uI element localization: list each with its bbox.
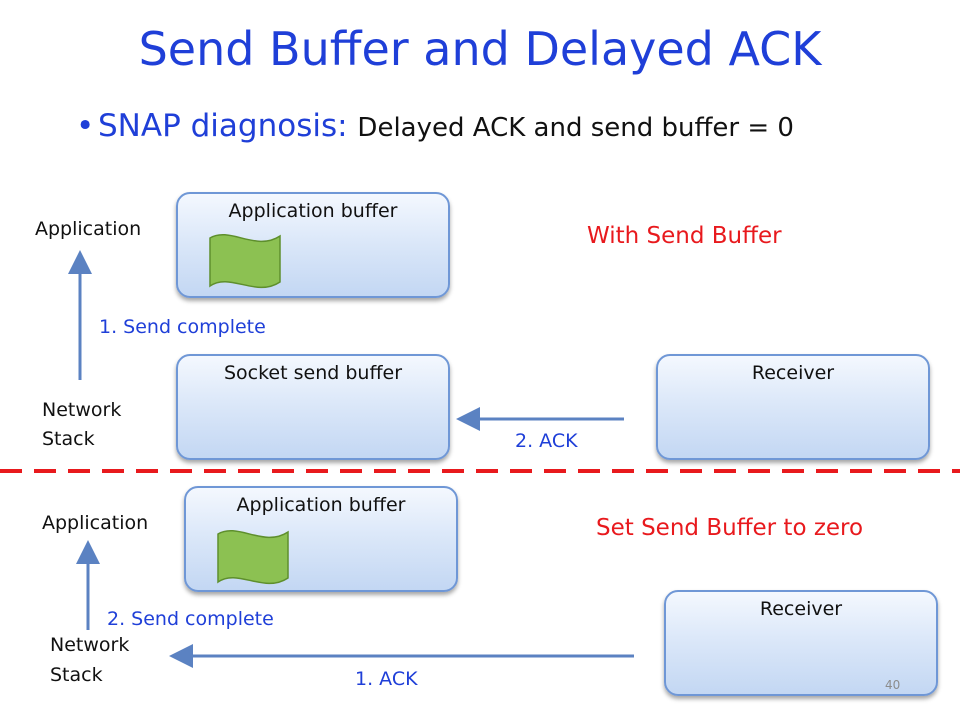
top-application-buffer: Application buffer (176, 192, 450, 298)
bottom-scenario-label: Set Send Buffer to zero (596, 515, 864, 541)
top-application-buffer-caption: Application buffer (228, 200, 398, 222)
top-receiver: Receiver (656, 354, 930, 460)
top-application-label: Application (35, 218, 142, 240)
bullet-detail: Delayed ACK and send buffer = 0 (357, 113, 794, 143)
bottom-application-buffer-caption: Application buffer (236, 494, 406, 516)
bullet-point: •SNAP diagnosis: Delayed ACK and send bu… (76, 108, 794, 144)
top-stack-label: Stack (42, 428, 95, 450)
top-socket-send-buffer: Socket send buffer (176, 354, 450, 460)
data-flag-icon (217, 529, 289, 585)
top-scenario-label: With Send Buffer (587, 223, 782, 249)
bullet-dot-icon: • (76, 108, 95, 144)
bottom-application-buffer: Application buffer (184, 486, 458, 592)
top-receiver-caption: Receiver (751, 362, 835, 384)
top-socket-send-buffer-caption: Socket send buffer (223, 362, 403, 384)
bottom-application-label: Application (42, 512, 149, 534)
bottom-ack-label: 1. ACK (355, 668, 418, 690)
bullet-lead: SNAP diagnosis: (98, 108, 348, 144)
bottom-receiver: Receiver (664, 590, 938, 696)
top-network-label: Network (42, 399, 122, 421)
bottom-receiver-caption: Receiver (759, 598, 843, 620)
data-flag-icon (209, 233, 281, 289)
top-ack-label: 2. ACK (515, 430, 578, 452)
bottom-stack-label: Stack (50, 664, 103, 686)
slide-title: Send Buffer and Delayed ACK (138, 22, 822, 76)
bottom-network-label: Network (50, 634, 130, 656)
page-number: 40 (885, 678, 901, 692)
top-send-complete-label: 1. Send complete (99, 316, 266, 338)
bottom-send-complete-label: 2. Send complete (107, 608, 274, 630)
